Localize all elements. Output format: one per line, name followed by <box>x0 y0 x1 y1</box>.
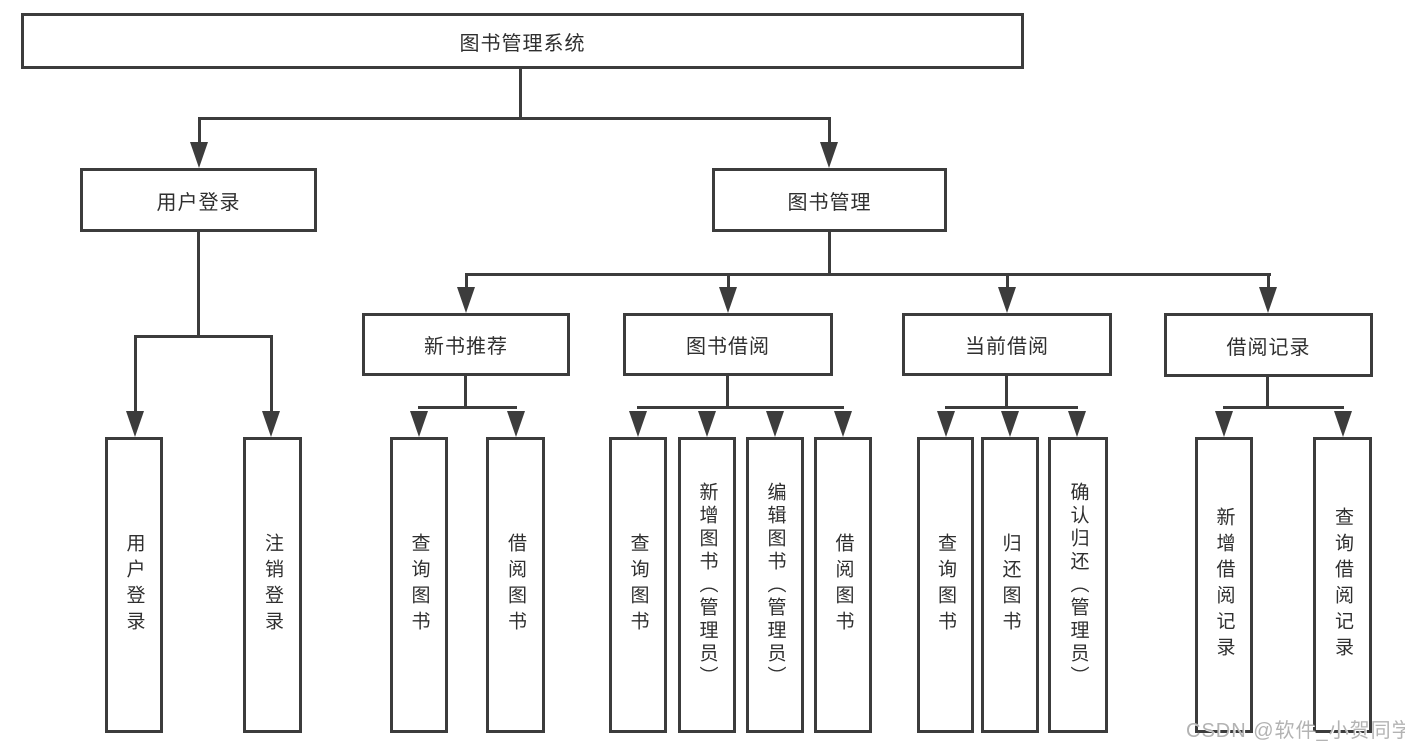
arrow-down-icon <box>1334 411 1352 437</box>
node-label: 新增图书（管理员） <box>696 481 718 689</box>
connector-root-stem <box>519 69 522 117</box>
node-label: 确认归还（管理员） <box>1067 481 1089 689</box>
arrow-down-icon <box>262 411 280 437</box>
connector-drop <box>1267 273 1270 289</box>
arrow-down-icon <box>410 411 428 437</box>
arrow-down-icon <box>1259 287 1277 313</box>
node-label: 查询图书 <box>935 533 956 637</box>
node-label: 图书借阅 <box>686 336 770 358</box>
node-leaf-query-books: 查询图书 <box>917 437 974 733</box>
node-leaf-query-books: 查询图书 <box>609 437 667 733</box>
arrow-down-icon <box>126 411 144 437</box>
connector-stem <box>1005 376 1008 406</box>
connector-bar <box>466 273 1271 276</box>
node-label: 用户登录 <box>123 533 145 637</box>
arrow-down-icon <box>719 287 737 313</box>
node-borrowing-records: 借阅记录 <box>1164 313 1373 377</box>
connector-bar <box>945 406 1078 409</box>
arrow-down-icon <box>457 287 475 313</box>
node-label: 编辑图书（管理员） <box>764 481 786 689</box>
connector-drop <box>270 335 273 413</box>
node-leaf-borrow-books: 借阅图书 <box>486 437 545 733</box>
node-label: 查询图书 <box>408 533 430 637</box>
arrow-down-icon <box>766 411 784 437</box>
node-label: 借阅图书 <box>505 533 526 637</box>
node-leaf-logout: 注销登录 <box>243 437 302 733</box>
node-leaf-return-books: 归还图书 <box>981 437 1039 733</box>
node-leaf-query-borrow-record: 查询借阅记录 <box>1313 437 1372 733</box>
connector-drop <box>1006 273 1009 289</box>
node-label: 图书管理 <box>787 191 872 214</box>
arrow-down-icon <box>937 411 955 437</box>
node-label: 当前借阅 <box>965 336 1049 358</box>
connector-root-bar <box>198 117 831 120</box>
connector-stem <box>1266 376 1269 406</box>
arrow-down-icon <box>1001 411 1019 437</box>
arrow-down-icon <box>507 411 525 437</box>
connector-bar <box>134 335 273 338</box>
connector-stem <box>197 232 200 335</box>
connector-bar <box>1223 406 1344 409</box>
node-label: 图书管理系统 <box>459 32 586 55</box>
arrow-down-icon <box>834 411 852 437</box>
arrow-down-icon <box>629 411 647 437</box>
node-leaf-borrow-books: 借阅图书 <box>814 437 872 733</box>
node-leaf-query-books: 查询图书 <box>390 437 448 733</box>
node-library-management-system: 图书管理系统 <box>21 13 1024 69</box>
node-leaf-user-login: 用户登录 <box>105 437 163 733</box>
connector-drop <box>828 117 831 145</box>
arrow-down-icon <box>1068 411 1086 437</box>
node-new-book-recommendation: 新书推荐 <box>362 313 570 376</box>
node-label: 用户登录 <box>156 191 241 214</box>
connector-stem <box>726 376 729 406</box>
node-leaf-edit-books-admin: 编辑图书（管理员） <box>746 437 804 733</box>
csdn-watermark: CSDN @软件_小贺同学 <box>1186 720 1405 742</box>
connector-bar <box>637 406 844 409</box>
node-book-borrowing: 图书借阅 <box>623 313 833 376</box>
node-label: 归还图书 <box>999 533 1021 637</box>
node-user-login: 用户登录 <box>80 168 317 232</box>
node-leaf-confirm-return-admin: 确认归还（管理员） <box>1048 437 1108 733</box>
node-label: 新增借阅记录 <box>1213 507 1235 663</box>
node-label: 借阅记录 <box>1226 336 1311 359</box>
connector-drop <box>727 273 730 289</box>
connector-drop <box>465 273 468 289</box>
connector-drop <box>198 117 201 145</box>
node-label: 借阅图书 <box>832 533 854 637</box>
arrow-down-icon <box>998 287 1016 313</box>
connector-stem <box>828 232 831 273</box>
node-current-borrowing: 当前借阅 <box>902 313 1112 376</box>
node-label: 注销登录 <box>262 533 283 637</box>
connector-drop <box>134 335 137 413</box>
arrow-down-icon <box>698 411 716 437</box>
node-label: 查询图书 <box>627 533 649 637</box>
arrow-down-icon <box>1215 411 1233 437</box>
connector-bar <box>418 406 517 409</box>
arrow-down-icon <box>820 142 838 168</box>
node-label: 查询借阅记录 <box>1332 507 1353 663</box>
node-label: 新书推荐 <box>424 336 508 358</box>
node-book-management: 图书管理 <box>712 168 947 232</box>
arrow-down-icon <box>190 142 208 168</box>
node-leaf-add-borrow-record: 新增借阅记录 <box>1195 437 1253 733</box>
node-leaf-add-books-admin: 新增图书（管理员） <box>678 437 736 733</box>
connector-stem <box>464 376 467 406</box>
